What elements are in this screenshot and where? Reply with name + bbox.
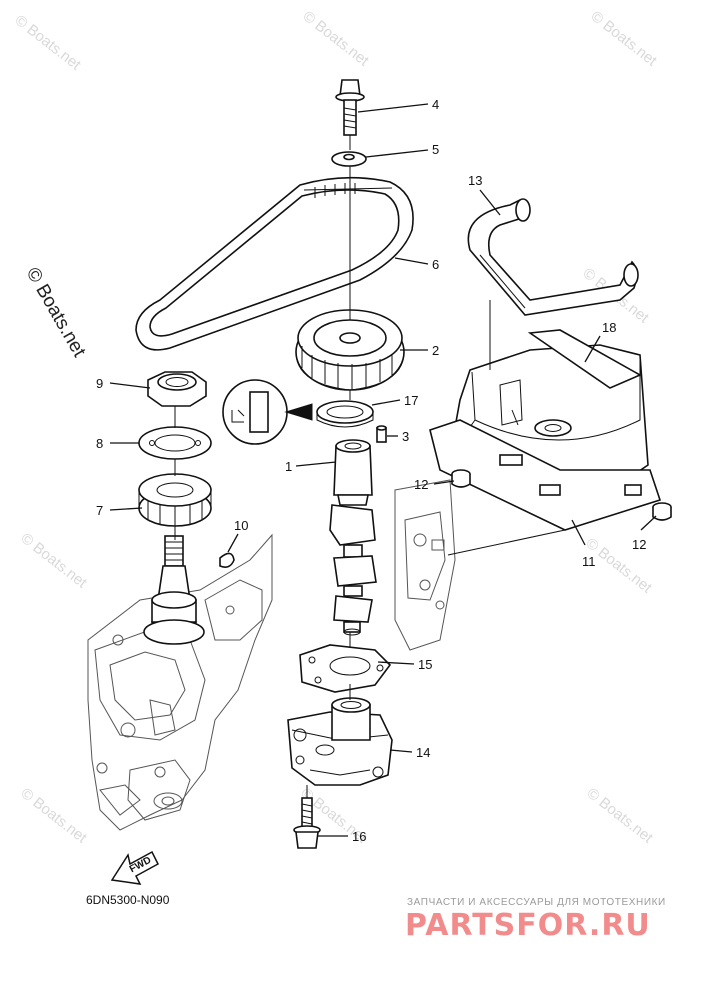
callout-number: 3 [402,429,409,444]
callout-number: 16 [352,829,366,844]
callout-number: 13 [468,173,482,188]
timing-belt [135,176,414,351]
callout-number: 6 [432,257,439,272]
watermark: © Boats.net [18,785,91,847]
side-watermark: © Boats.net [22,264,90,361]
callout-number: 8 [96,436,103,451]
callout-number: 4 [432,97,439,112]
callout-number: 2 [432,343,439,358]
engine-block-left [87,533,273,831]
oil-pump [287,697,393,786]
callout-number: 14 [416,745,430,760]
fwd-arrow: FWD [110,850,159,885]
engine-block-right [394,479,566,651]
watermark: © Boats.net [12,12,85,74]
callout-number: 9 [96,376,103,391]
callout-number: 5 [432,142,439,157]
bolt-bottom [293,797,321,849]
drive-gear [138,473,212,527]
callout-number: 15 [418,657,432,672]
callout-number: 1 [285,459,292,474]
oil-seal [316,400,374,428]
dowel-pin [376,425,387,443]
grommet [451,469,471,488]
assembly-axis [174,135,491,798]
seal-detail-callout [222,379,313,445]
watermark: © Boats.net [18,530,91,592]
callout-number: 11 [582,554,596,569]
callout-number: 18 [602,320,616,335]
brand-tagline: ЗАПЧАСТИ И АКСЕССУАРЫ ДЛЯ МОТОТЕХНИКИ [407,897,666,908]
callout-number: 12 [632,537,646,552]
camshaft-pulley [295,309,405,391]
crankshaft [143,535,205,645]
woodruff-key [219,552,235,568]
watermark: © Boats.net [588,8,661,70]
bolt-top [335,79,365,136]
callout-number: 17 [404,393,418,408]
callout-number: 12 [414,477,428,492]
pulley-nut [147,371,207,407]
callout-labels: 1 2 3 4 5 6 7 8 9 10 11 12 12 13 14 15 1… [96,97,646,844]
watermark: © Boats.net [584,785,657,847]
grommet [652,502,672,521]
washer-top [331,151,367,167]
gasket-strip [527,329,642,389]
grommet-tube [467,198,639,316]
watermark: © Boats.net [300,8,373,70]
callout-number: 7 [96,503,103,518]
washer-plate [138,426,212,460]
callout-number: 10 [234,518,248,533]
leader-lines [109,103,657,837]
camshaft [329,439,377,636]
oil-pump-gasket [299,644,392,693]
brand-logo: PARTSFOR.RU [405,908,651,943]
brand-footer: ЗАПЧАСТИ И АКСЕССУАРЫ ДЛЯ МОТОТЕХНИКИ PA… [405,897,666,943]
diagram-code: 6DN5300-N090 [86,893,170,907]
